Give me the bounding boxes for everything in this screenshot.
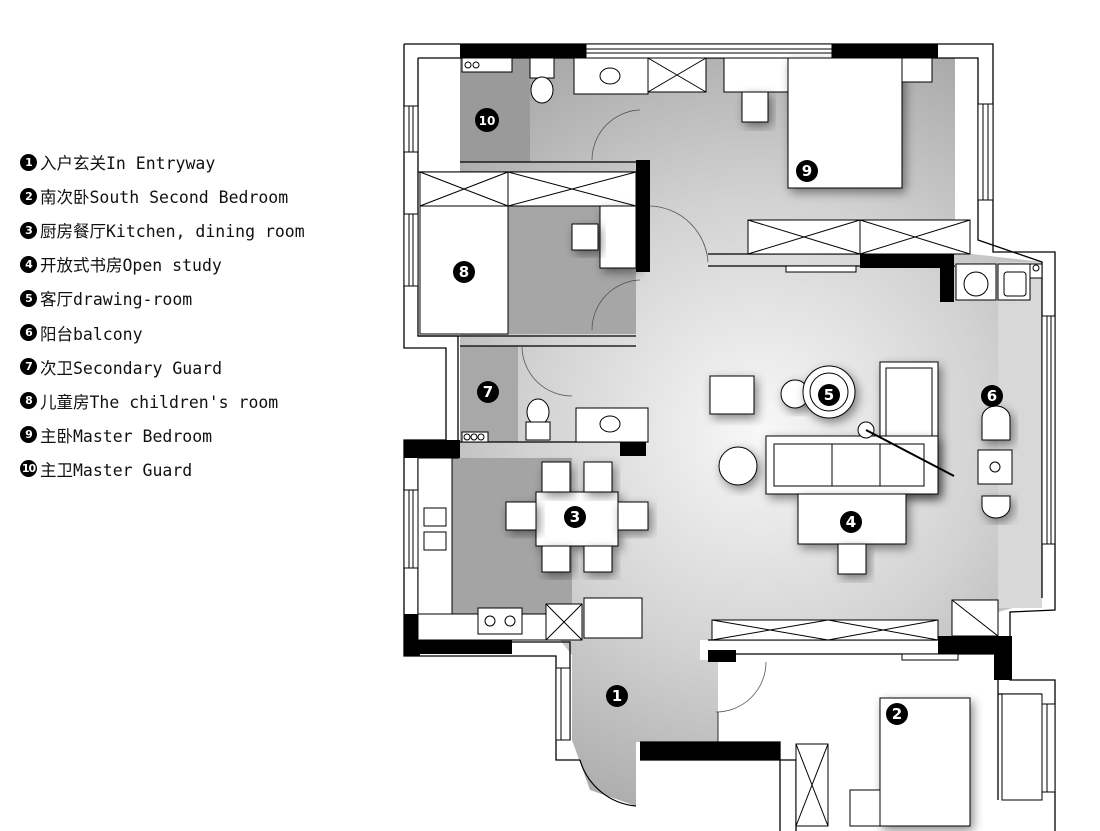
svg-text:8: 8 bbox=[459, 263, 469, 281]
svg-text:9: 9 bbox=[802, 162, 812, 180]
balcony-chair bbox=[981, 495, 1011, 519]
svg-text:2: 2 bbox=[892, 705, 902, 723]
room-marker-kitchen: 3 bbox=[564, 506, 586, 528]
svg-text:6: 6 bbox=[987, 387, 997, 405]
legend-number: 3 bbox=[20, 221, 37, 239]
svg-text:4: 4 bbox=[846, 513, 856, 531]
svg-text:10: 10 bbox=[479, 114, 496, 128]
room-marker-balcony: 6 bbox=[981, 385, 1003, 407]
cabinet bbox=[583, 597, 643, 639]
window bbox=[555, 667, 571, 741]
toilet-icon bbox=[526, 398, 550, 426]
window bbox=[403, 213, 419, 287]
legend-label: 入户玄关In Entryway bbox=[40, 154, 216, 174]
dining-chair bbox=[583, 461, 613, 493]
furniture bbox=[417, 57, 1043, 827]
legend-label: 主卫Master Guard bbox=[40, 460, 193, 480]
room-markers: 1 2 3 4 5 6 7 8 9 10 bbox=[453, 108, 1003, 725]
master-bath-floor bbox=[460, 58, 530, 162]
sofa bbox=[765, 435, 939, 495]
door-swing bbox=[591, 279, 641, 331]
structural-columns bbox=[404, 44, 1012, 760]
legend-label: 阳台balcony bbox=[40, 324, 143, 344]
dining-chair bbox=[583, 545, 613, 573]
legend-number: 7 bbox=[20, 358, 37, 376]
legend-label: 主卧Master Bedroom bbox=[40, 426, 213, 446]
legend-label: 客厅drawing-room bbox=[40, 290, 193, 310]
svg-text:3: 3 bbox=[570, 508, 580, 526]
desk bbox=[599, 205, 637, 269]
window bbox=[1041, 703, 1056, 793]
legend-label: 次卫Secondary Guard bbox=[40, 358, 223, 378]
svg-text:7: 7 bbox=[483, 383, 493, 401]
dining-chair bbox=[541, 461, 571, 493]
legend-number: 9 bbox=[20, 426, 37, 444]
study-chair bbox=[837, 543, 867, 575]
chair bbox=[571, 223, 599, 251]
sink-icon bbox=[599, 67, 621, 85]
room-marker-secondary-guard: 7 bbox=[477, 381, 499, 403]
legend-label: 厨房餐厅Kitchen, dining room bbox=[40, 222, 305, 242]
legend-number: 10 bbox=[20, 460, 37, 478]
legend-number: 2 bbox=[20, 187, 37, 205]
legend-number: 4 bbox=[20, 255, 37, 273]
svg-text:5: 5 bbox=[824, 386, 834, 404]
legend-number: 6 bbox=[20, 324, 37, 342]
window bbox=[977, 103, 994, 201]
legend-label: 开放式书房Open study bbox=[40, 256, 222, 276]
wardrobe bbox=[711, 619, 939, 641]
door-swing bbox=[521, 345, 573, 397]
sink-icon bbox=[423, 507, 447, 527]
room-marker-south-bedroom: 2 bbox=[886, 703, 908, 725]
window bbox=[403, 489, 419, 569]
legend-number: 5 bbox=[20, 289, 37, 307]
windows bbox=[403, 43, 1056, 793]
room-marker-study: 4 bbox=[840, 511, 862, 533]
tv-console bbox=[785, 265, 857, 273]
dining-chair bbox=[541, 545, 571, 573]
legend-label: 儿童房The children's room bbox=[40, 392, 279, 412]
legend-number: 8 bbox=[20, 392, 37, 410]
toilet-icon bbox=[530, 76, 554, 104]
door-swing bbox=[715, 661, 767, 713]
pouf bbox=[718, 446, 758, 486]
ottoman bbox=[709, 375, 755, 415]
room-marker-childrens-room: 8 bbox=[453, 261, 475, 283]
window bbox=[585, 43, 833, 59]
sink-icon bbox=[599, 415, 621, 433]
room-marker-master-guard: 10 bbox=[475, 108, 499, 132]
nightstand-desk bbox=[741, 91, 769, 123]
window bbox=[403, 105, 419, 153]
door-swing bbox=[649, 205, 709, 263]
svg-text:1: 1 bbox=[612, 687, 622, 705]
balcony-chair bbox=[981, 405, 1011, 441]
window bbox=[1041, 315, 1056, 545]
door-swing bbox=[579, 759, 637, 807]
door-swing bbox=[591, 109, 641, 161]
legend-number: 1 bbox=[20, 153, 37, 171]
room-marker-entryway: 1 bbox=[606, 685, 628, 707]
dining-chair bbox=[617, 501, 649, 531]
legend-label: 南次卧South Second Bedroom bbox=[40, 188, 289, 208]
dining-chair bbox=[505, 501, 537, 531]
toilet-tank bbox=[529, 57, 555, 79]
doors bbox=[521, 109, 767, 807]
room-marker-master-bedroom: 9 bbox=[796, 160, 818, 182]
room-marker-drawing-room: 5 bbox=[818, 384, 840, 406]
tv-console bbox=[901, 653, 959, 661]
